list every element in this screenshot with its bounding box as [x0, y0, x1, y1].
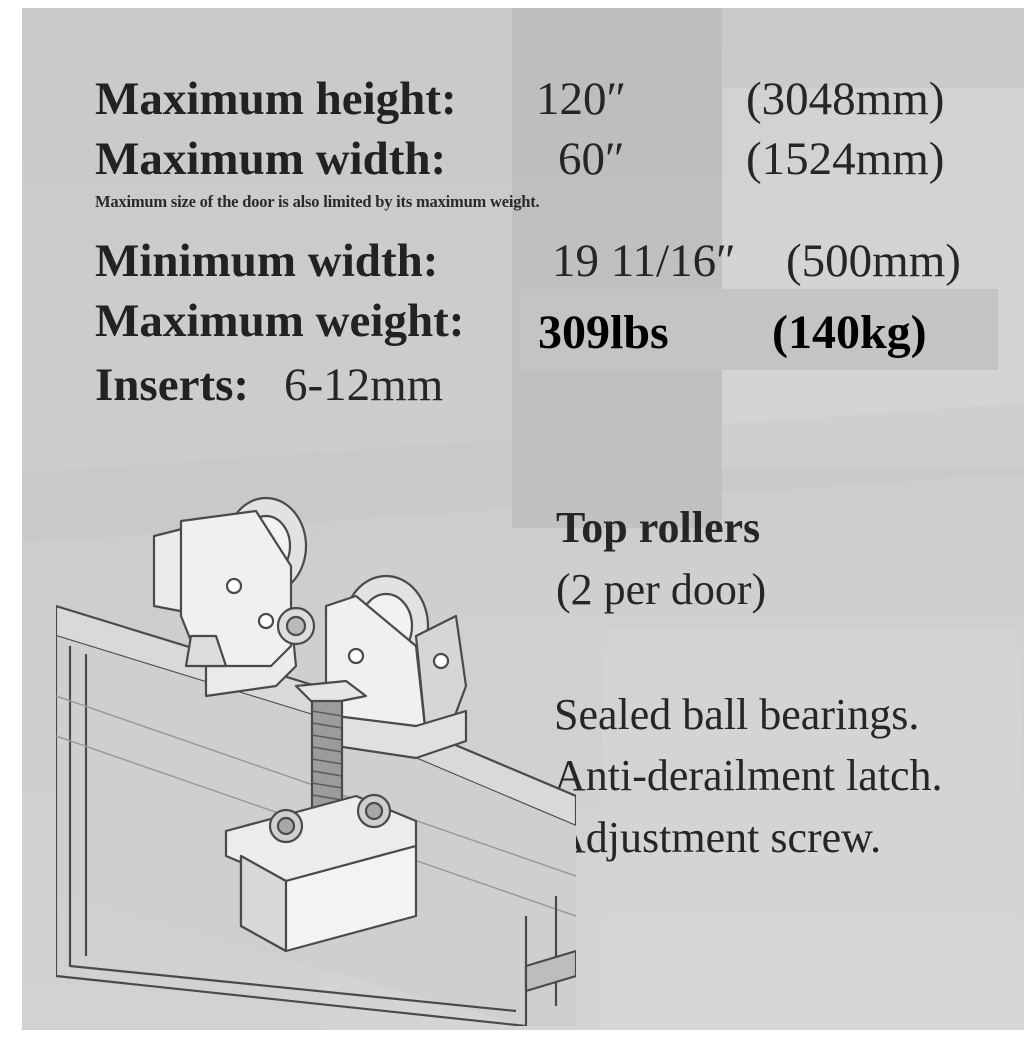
max-width-label: Maximum width:: [95, 133, 447, 185]
inserts-value: 6-12mm: [284, 359, 444, 411]
max-weight-lbs: 309lbs: [538, 306, 669, 359]
rollers-title: Top rollers: [556, 503, 761, 552]
top-roller-assembly-icon: [56, 496, 576, 1026]
max-width-mm: (1524mm): [746, 133, 945, 185]
max-height-label: Maximum height:: [95, 73, 457, 125]
min-width-inches: 19 11/16″: [552, 235, 736, 287]
feature-item: Adjustment screw.: [554, 813, 882, 862]
feature-item: Anti-derailment latch.: [554, 751, 943, 800]
max-weight-label: Maximum weight:: [95, 295, 465, 347]
min-width-label: Minimum width:: [95, 235, 439, 287]
feature-item: Sealed ball bearings.: [554, 690, 920, 739]
max-height-mm: (3048mm): [746, 73, 945, 125]
max-weight-highlight: 309lbs (140kg): [520, 289, 998, 370]
min-width-mm: (500mm): [786, 235, 961, 287]
max-weight-kg: (140kg): [772, 306, 927, 359]
size-note: Maximum size of the door is also limited…: [95, 192, 540, 211]
spec-card: Maximum height: 120″ (3048mm) Maximum wi…: [22, 8, 1024, 1030]
rollers-subtitle: (2 per door): [556, 565, 767, 614]
max-width-inches: 60″: [558, 133, 625, 185]
inserts-label: Inserts:: [95, 359, 250, 411]
max-height-inches: 120″: [536, 73, 627, 125]
